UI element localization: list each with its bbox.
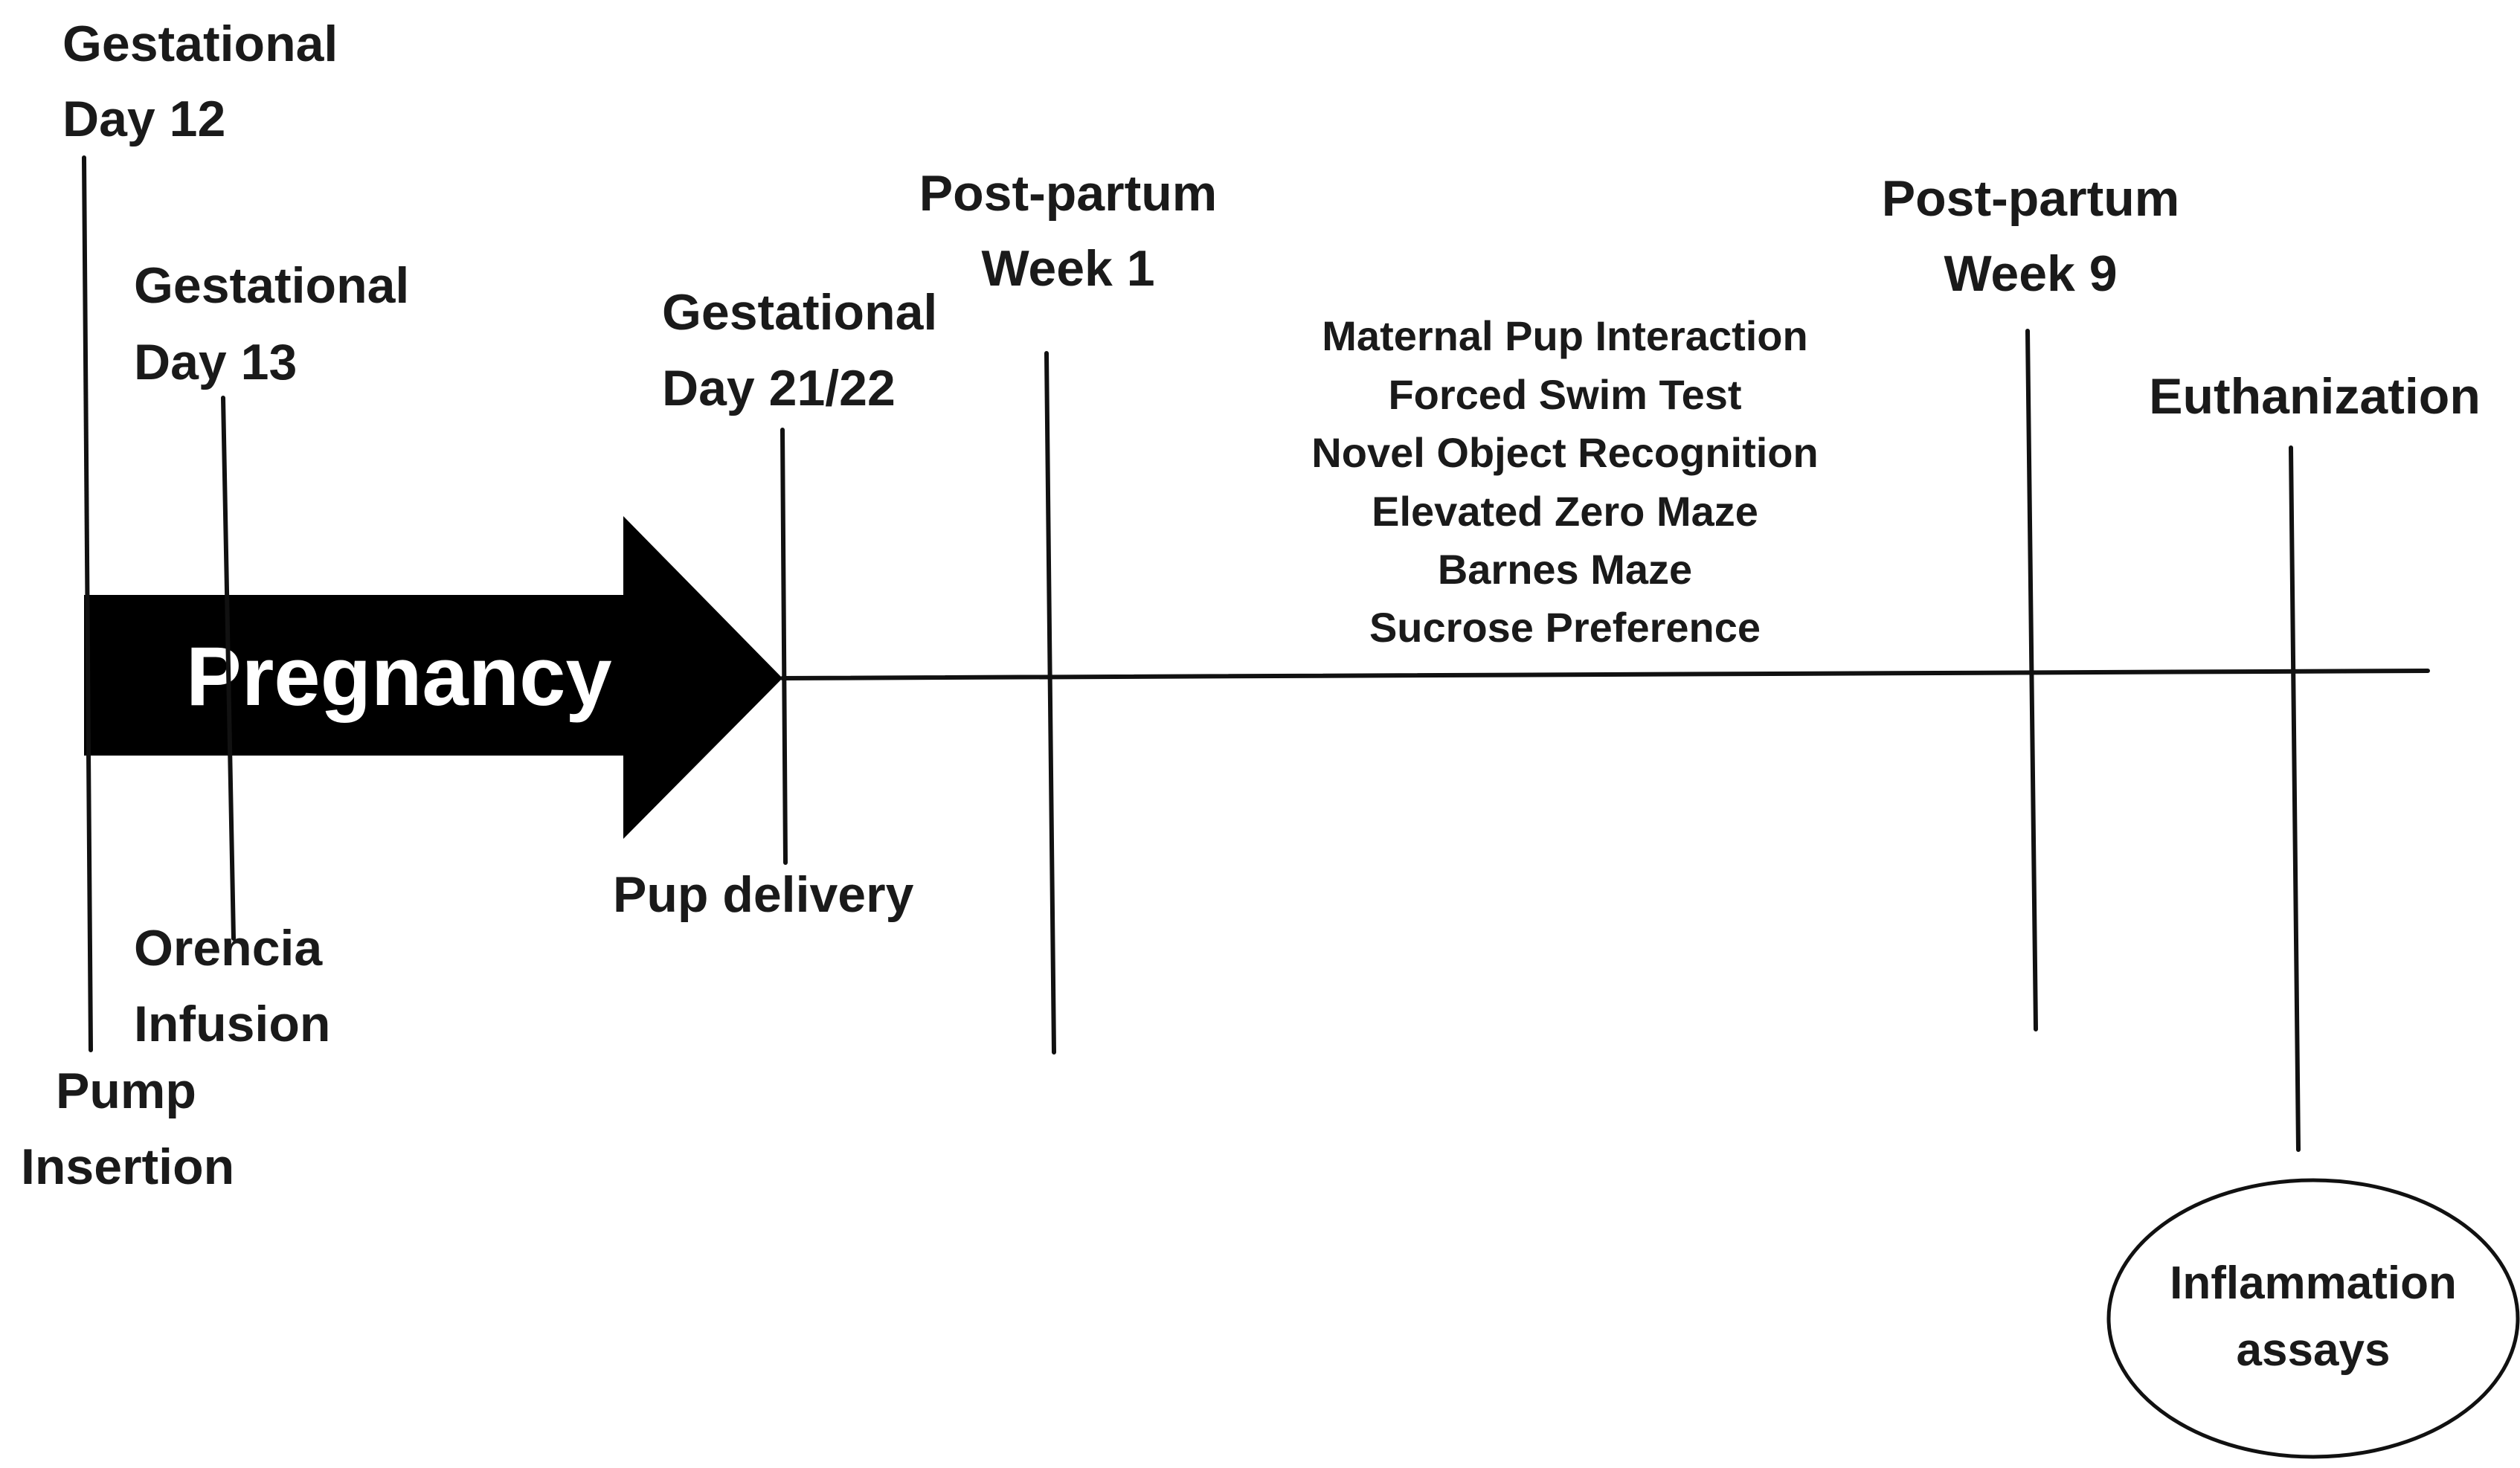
marker-ppw1 <box>1044 351 1056 1055</box>
behavioral-test-item: Elevated Zero Maze <box>1372 488 1758 535</box>
orencia-label-line1: Orencia <box>134 920 323 976</box>
behavioral-test-item: Sucrose Preference <box>1369 604 1761 651</box>
behavioral-test-list: Maternal Pup Interaction Forced Swim Tes… <box>1311 312 1818 651</box>
assays-label-line1: Inflammation <box>2170 1258 2457 1309</box>
timeline-axis <box>780 669 2430 680</box>
gd13-label-line2: Day 13 <box>134 334 297 390</box>
pump-label-line1: Pump <box>56 1063 196 1119</box>
pup-delivery-label: Pup delivery <box>613 866 914 923</box>
marker-gd21 <box>780 428 788 865</box>
gd13-label-line1: Gestational <box>134 257 409 314</box>
marker-ppw9 <box>2025 329 2038 1031</box>
ppw9-label-line2: Week 9 <box>1944 245 2117 302</box>
behavioral-test-item: Maternal Pup Interaction <box>1322 312 1807 359</box>
gd21-label-line2: Day 21/22 <box>662 360 896 416</box>
euthanization-label: Euthanization <box>2149 368 2481 425</box>
gd12-label-line2: Day 12 <box>62 91 225 147</box>
ppw1-label-line2: Week 1 <box>981 240 1154 297</box>
pregnancy-arrow <box>84 516 782 839</box>
pump-label-line2: Insertion <box>21 1139 234 1195</box>
behavioral-test-item: Forced Swim Test <box>1388 371 1741 418</box>
behavioral-test-item: Barnes Maze <box>1438 546 1692 593</box>
ppw9-label-line1: Post-partum <box>1882 170 2179 227</box>
marker-gd12 <box>82 155 93 1052</box>
behavioral-test-item: Novel Object Recognition <box>1311 429 1818 476</box>
pregnancy-label: Pregnancy <box>186 630 612 723</box>
orencia-label-line2: Infusion <box>134 996 330 1052</box>
gd21-label-line1: Gestational <box>662 284 937 341</box>
assays-label-line2: assays <box>2237 1324 2391 1376</box>
ppw1-label-line1: Post-partum <box>919 165 1217 222</box>
inflammation-assays-ellipse <box>2106 1178 2520 1459</box>
gd12-label-line1: Gestational <box>62 16 338 72</box>
marker-gd13 <box>221 396 236 941</box>
marker-euth <box>2289 445 2301 1152</box>
